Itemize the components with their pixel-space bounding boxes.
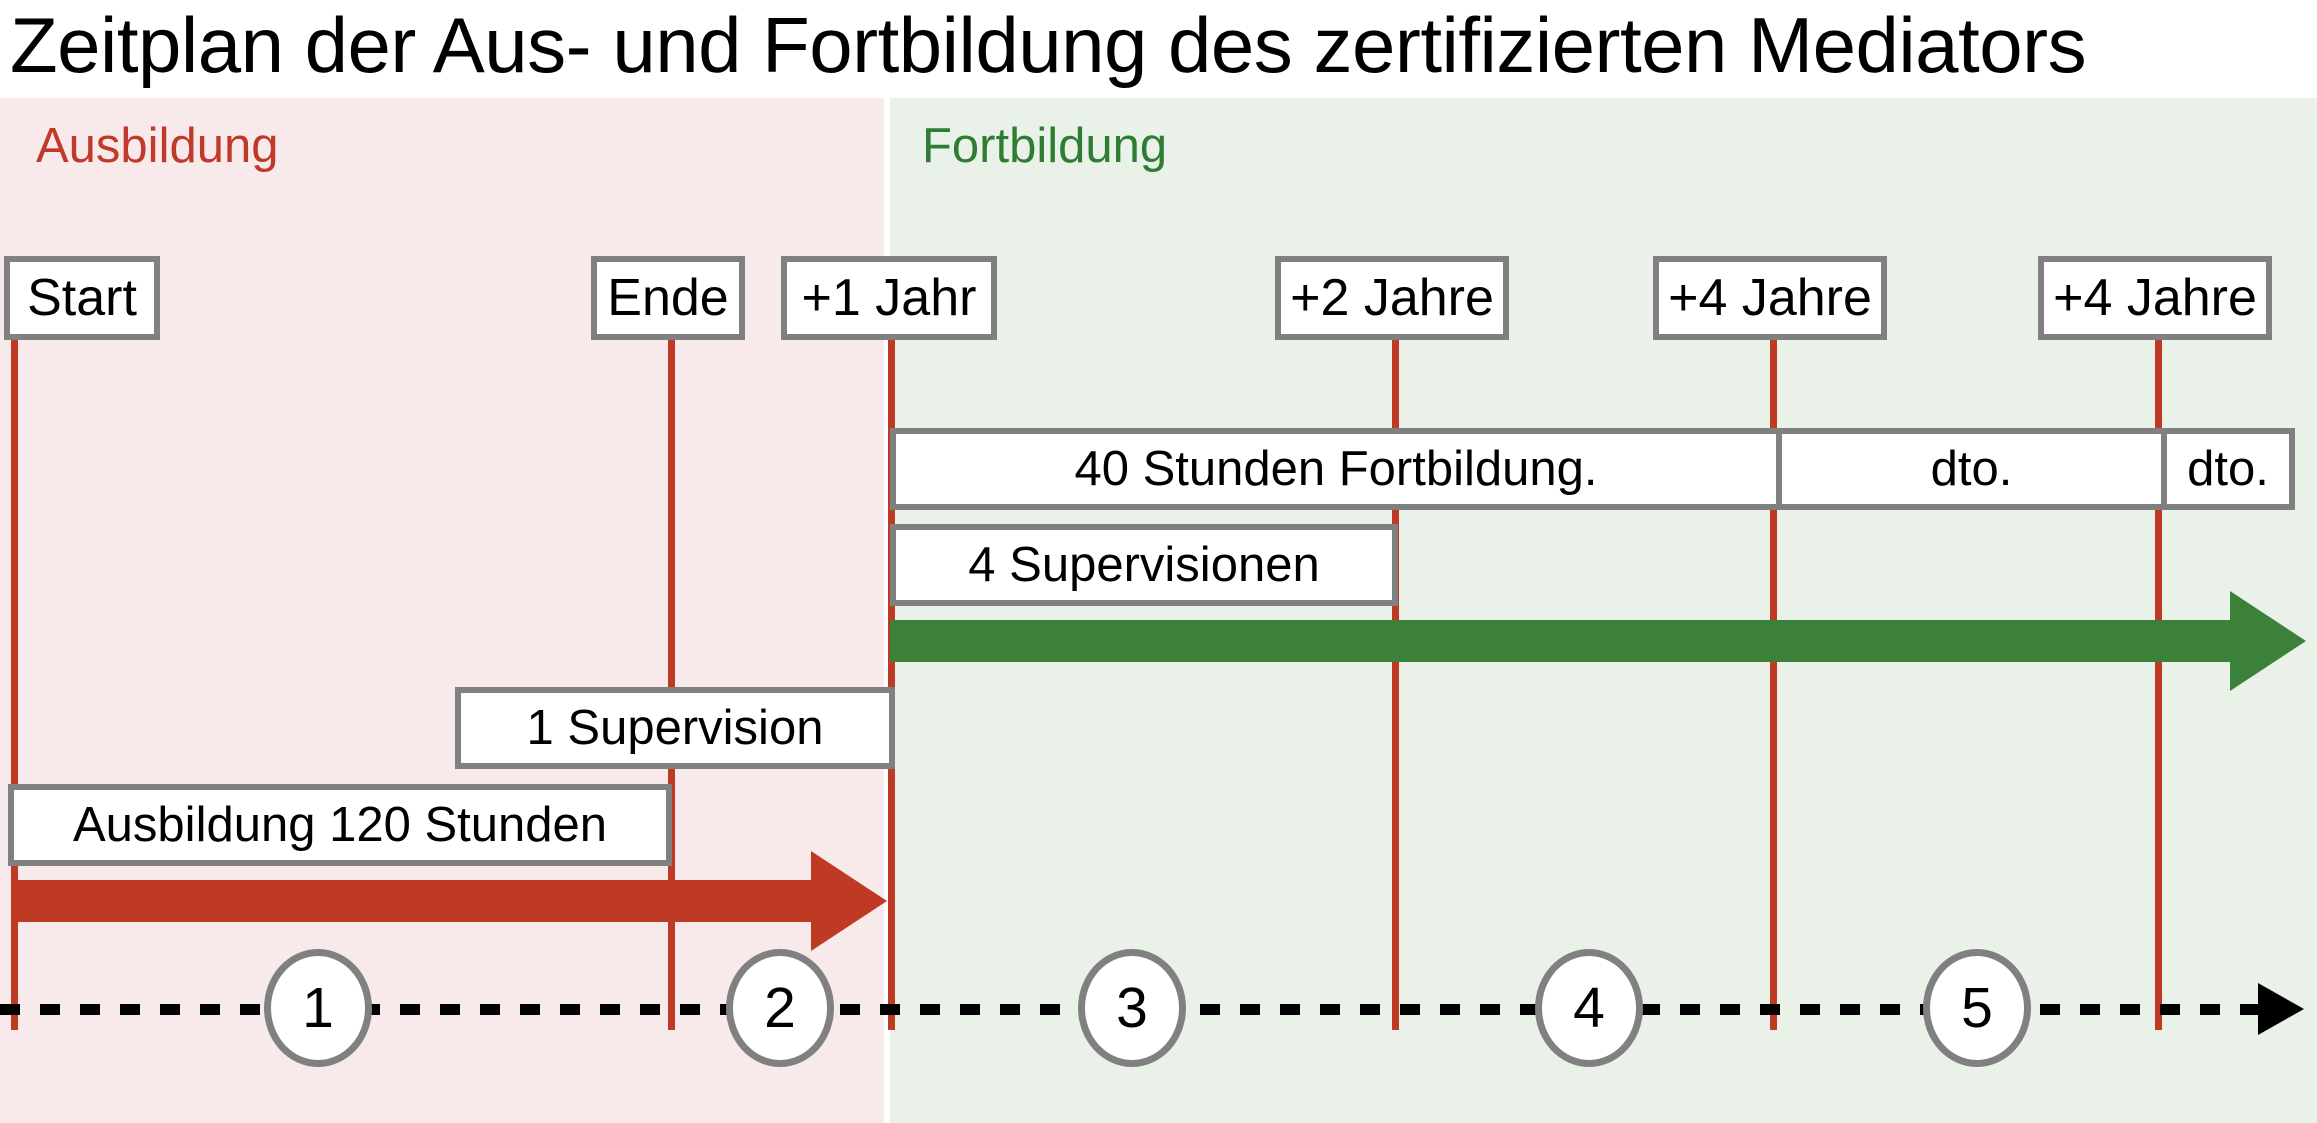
progress-arrow-green-shaft [890, 620, 2230, 662]
progress-arrow-red-shaft [11, 880, 811, 922]
bar-segment-label: 40 Stunden Fortbildung. [1074, 442, 1598, 496]
milestone-line-ende [668, 340, 675, 1030]
timeline-step-2[interactable]: 2 [726, 949, 834, 1067]
bar-segment: dto. [1776, 434, 2161, 504]
timeline-axis-arrowhead [2258, 983, 2304, 1035]
milestone-line-plus4b [2155, 340, 2162, 1030]
milestone-label: +4 Jahre [1668, 269, 1872, 327]
progress-arrow-green-head [2230, 591, 2306, 691]
milestone-box-plus1[interactable]: +1 Jahr [781, 256, 997, 340]
bar-segment: Ausbildung 120 Stunden [14, 790, 666, 860]
timeline-step-number: 2 [764, 976, 796, 1040]
page-title: Zeitplan der Aus- und Fortbildung des ze… [10, 1, 2087, 89]
milestone-line-plus1 [888, 340, 895, 1030]
timeline-step-number: 5 [1961, 976, 1993, 1040]
phase-label-fortbildung: Fortbildung [922, 119, 1168, 173]
milestone-line-plus2 [1392, 340, 1399, 1030]
timeline-step-4[interactable]: 4 [1535, 949, 1643, 1067]
bar-segment: 4 Supervisionen [896, 530, 1392, 600]
timeline-step-number: 1 [302, 976, 334, 1040]
timeline-step-number: 3 [1116, 976, 1148, 1040]
milestone-label: Ende [607, 269, 729, 327]
milestone-box-start[interactable]: Start [4, 256, 160, 340]
bar-segment-label: 1 Supervision [526, 701, 824, 755]
timeline-step-number: 4 [1573, 976, 1605, 1040]
milestone-box-plus4b[interactable]: +4 Jahre [2038, 256, 2272, 340]
timeline-step-3[interactable]: 3 [1078, 949, 1186, 1067]
milestone-line-start [11, 340, 18, 1030]
bar-segment: dto. [2161, 434, 2289, 504]
activity-bar-fortbildung-hours[interactable]: 40 Stunden Fortbildung. dto. dto. [890, 428, 2295, 510]
bar-segment-label: dto. [1930, 442, 2013, 496]
bar-segment-label: Ausbildung 120 Stunden [73, 798, 607, 852]
activity-bar-supervision-1[interactable]: 1 Supervision [455, 687, 895, 769]
milestone-line-plus4a [1770, 340, 1777, 1030]
milestone-box-plus4a[interactable]: +4 Jahre [1653, 256, 1887, 340]
milestone-label: +2 Jahre [1290, 269, 1494, 327]
milestone-box-ende[interactable]: Ende [591, 256, 745, 340]
bar-segment: 1 Supervision [461, 693, 889, 763]
milestone-label: Start [27, 269, 137, 327]
timeline-step-5[interactable]: 5 [1923, 949, 2031, 1067]
progress-arrow-red-head [811, 851, 887, 951]
phase-label-ausbildung: Ausbildung [36, 119, 279, 173]
milestone-label: +4 Jahre [2053, 269, 2257, 327]
bar-segment: 40 Stunden Fortbildung. [896, 434, 1776, 504]
milestone-box-plus2[interactable]: +2 Jahre [1275, 256, 1509, 340]
activity-bar-ausbildung-hours[interactable]: Ausbildung 120 Stunden [8, 784, 672, 866]
milestone-label: +1 Jahr [801, 269, 977, 327]
bar-segment-label: dto. [2187, 442, 2269, 496]
bar-segment-label: 4 Supervisionen [968, 538, 1320, 592]
timeline-step-1[interactable]: 1 [264, 949, 372, 1067]
activity-bar-supervisionen-4[interactable]: 4 Supervisionen [890, 524, 1398, 606]
